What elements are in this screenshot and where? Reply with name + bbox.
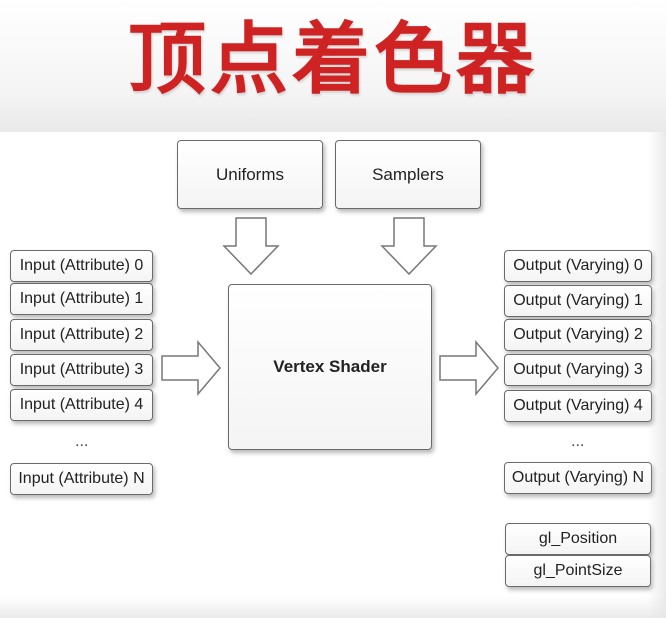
input-attribute-2: Input (Attribute) 2	[10, 319, 153, 351]
output-right-arrow	[439, 339, 499, 397]
title-band: 顶点着色器	[0, 0, 666, 132]
gl-position-box: gl_Position	[505, 523, 651, 555]
right-edge-shade	[648, 132, 666, 618]
vertex-shader-diagram: Uniforms Samplers Input (Attribute) 0 In…	[0, 132, 666, 618]
uniforms-box: Uniforms	[177, 140, 323, 209]
samplers-down-arrow	[380, 217, 438, 276]
input-attribute-1: Input (Attribute) 1	[10, 283, 153, 315]
input-attribute-4: Input (Attribute) 4	[10, 389, 153, 421]
uniforms-down-arrow	[222, 217, 280, 276]
output-varying-n: Output (Varying) N	[504, 462, 652, 494]
bottom-edge-shade	[0, 596, 666, 618]
output-ellipsis: ...	[571, 433, 585, 450]
output-varying-3: Output (Varying) 3	[504, 354, 652, 386]
input-ellipsis: ...	[75, 433, 89, 450]
output-varying-4: Output (Varying) 4	[504, 390, 652, 422]
output-varying-2: Output (Varying) 2	[504, 319, 652, 351]
input-attribute-n: Input (Attribute) N	[10, 463, 153, 495]
slide-title: 顶点着色器	[127, 15, 538, 105]
vertex-shader-box: Vertex Shader	[228, 284, 432, 450]
input-attribute-0: Input (Attribute) 0	[10, 250, 153, 282]
input-attribute-3: Input (Attribute) 3	[10, 354, 153, 386]
samplers-box: Samplers	[335, 140, 481, 209]
output-varying-1: Output (Varying) 1	[504, 285, 652, 317]
output-varying-0: Output (Varying) 0	[504, 250, 652, 282]
input-right-arrow	[161, 339, 221, 397]
gl-pointsize-box: gl_PointSize	[505, 555, 651, 587]
